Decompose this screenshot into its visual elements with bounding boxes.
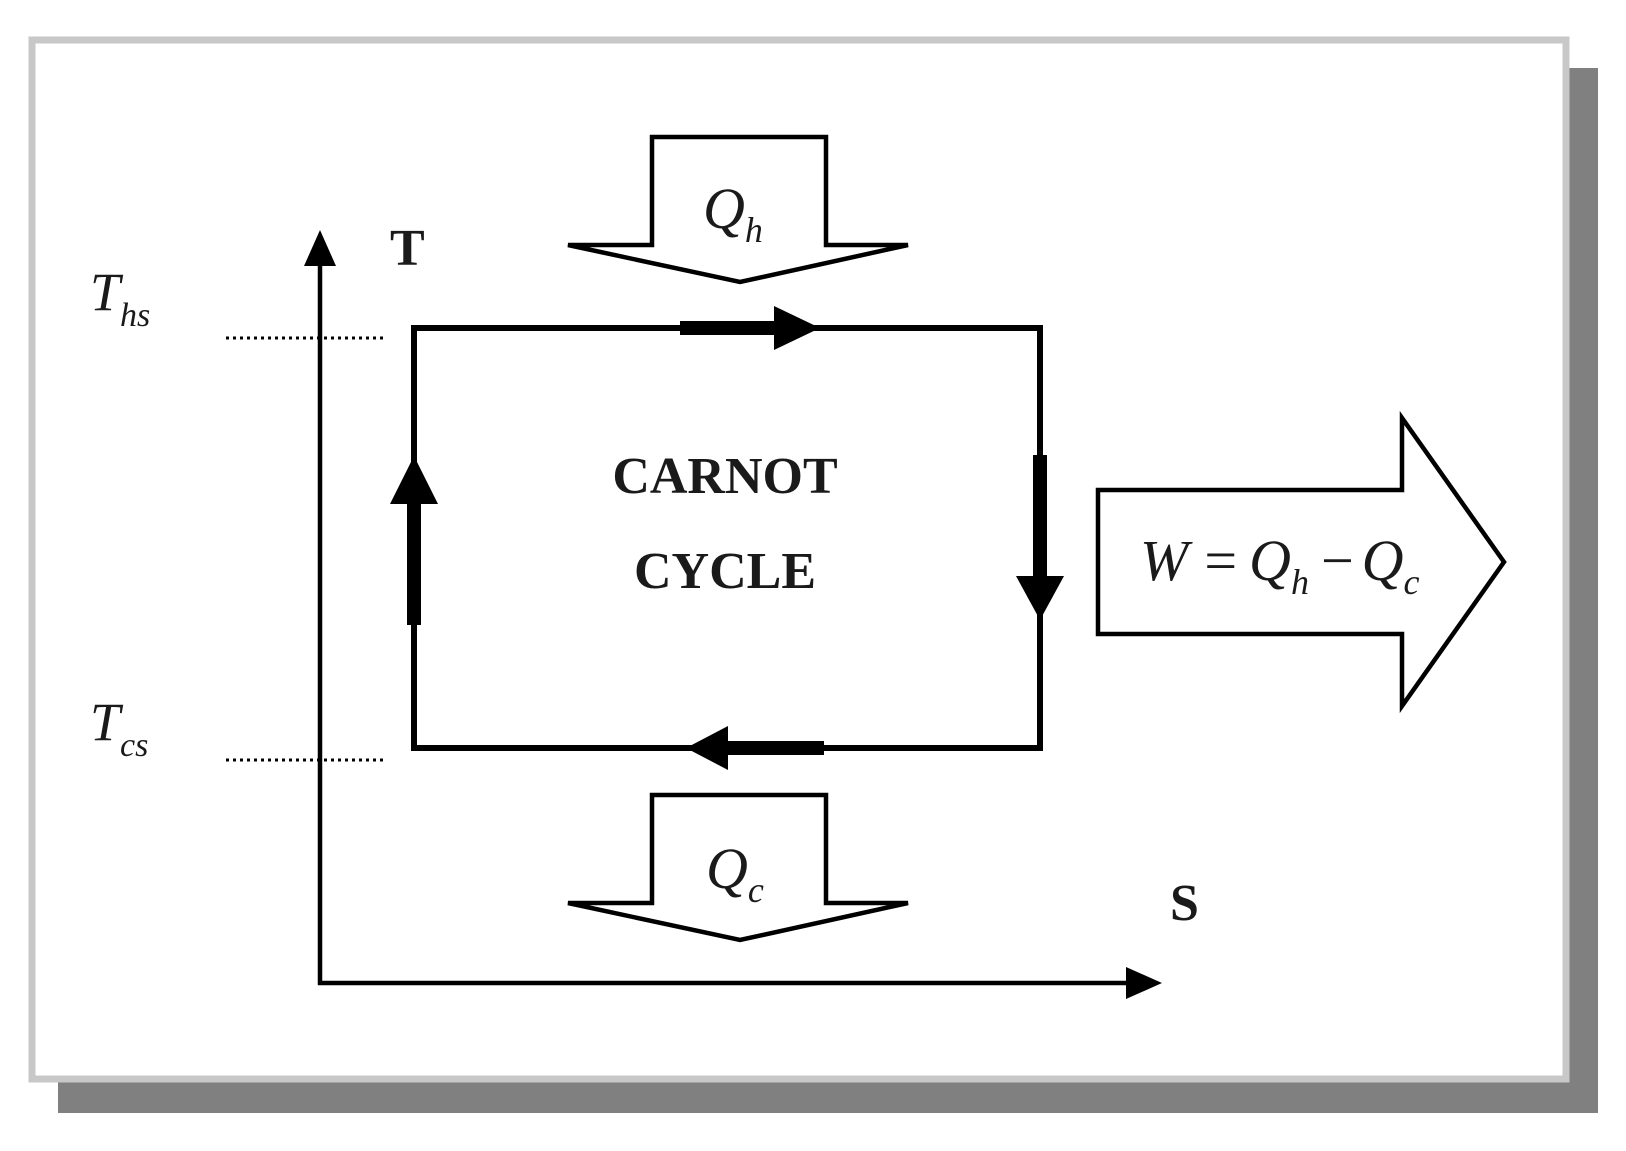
heat-input-label: Qh	[703, 176, 763, 250]
heat-output-arrow	[567, 792, 909, 943]
cold-temperature-label: Tcs	[90, 692, 148, 764]
work-equation: W=Qh−Qc	[1140, 528, 1420, 602]
cycle-title-line2: CYCLE	[634, 543, 816, 600]
cycle-title-line1: CARNOT	[612, 448, 837, 505]
direction-arrow-right	[1016, 455, 1064, 620]
s-axis-arrowhead	[1126, 967, 1162, 999]
s-axis-label: S	[1170, 875, 1199, 932]
work-output-arrow	[1095, 410, 1507, 714]
direction-arrow-bottom	[686, 726, 824, 770]
heat-output-label: Qc	[706, 836, 764, 910]
t-axis-arrowhead	[304, 230, 336, 266]
hot-temperature-label: Ths	[90, 262, 150, 334]
t-axis-label: T	[390, 220, 425, 277]
direction-arrow-top	[680, 306, 820, 350]
heat-input-arrow	[567, 134, 909, 285]
direction-arrow-left	[390, 456, 438, 625]
